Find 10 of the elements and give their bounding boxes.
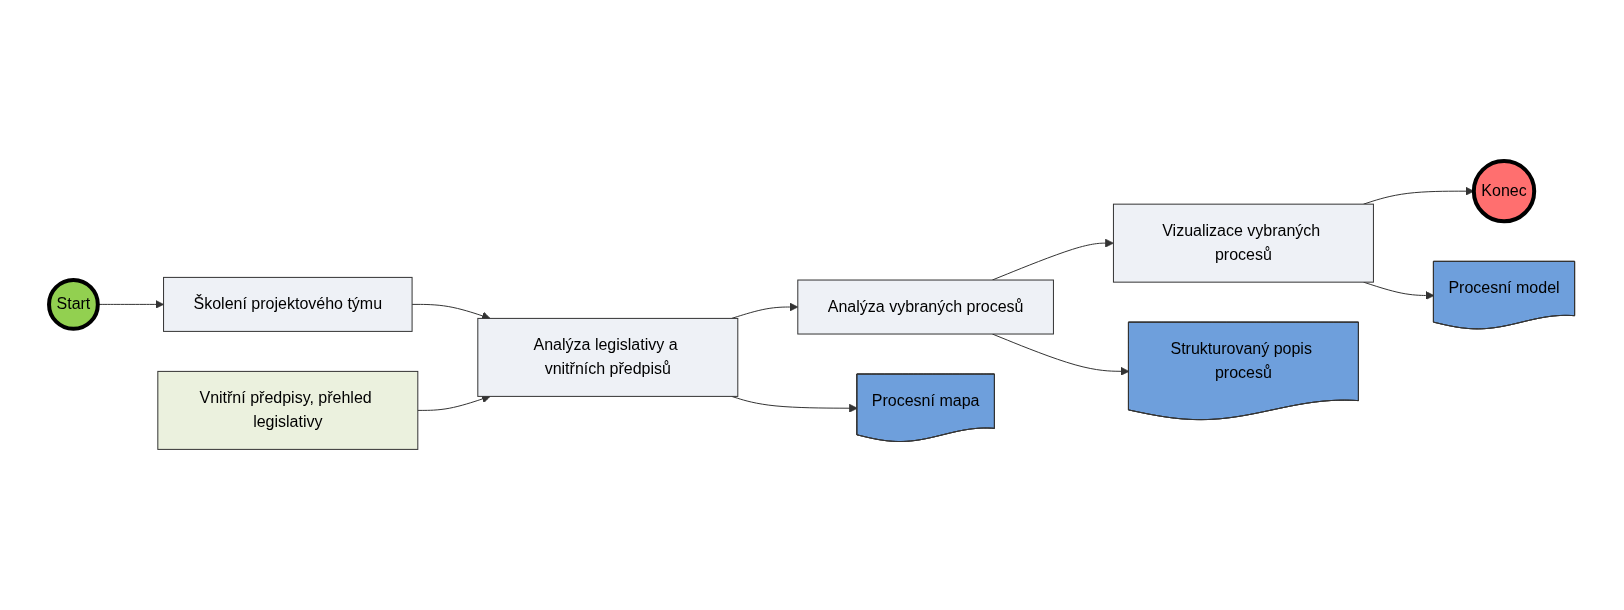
node-box: Analýza vybraných procesů — [797, 279, 1055, 335]
arrow — [97, 299, 165, 309]
node-box: Školení projektového týmu — [163, 276, 413, 332]
node-circle: Konec — [1472, 158, 1537, 224]
node-circle: Start — [47, 277, 100, 331]
arrow — [992, 333, 1130, 376]
node-box: Vnitřní předpisy, přehled legislativy — [157, 370, 419, 450]
arrow — [411, 303, 491, 320]
node-box: Vizualizace vybraných procesů — [1113, 203, 1375, 283]
node-box: Analýza legislativy a vnitřních předpisů — [477, 317, 739, 397]
